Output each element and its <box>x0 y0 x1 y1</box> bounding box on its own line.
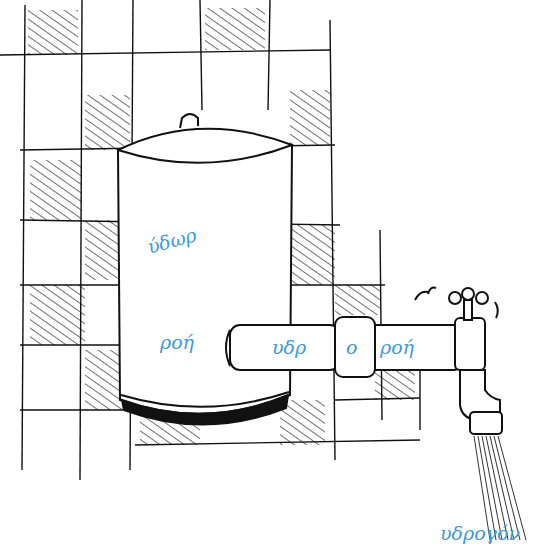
pipe-label: ο <box>346 338 357 357</box>
pipe-label: υδρ <box>272 338 306 357</box>
boiler-tank <box>118 114 292 425</box>
pipe-label: ροή <box>380 338 414 357</box>
tank-label: ροή <box>160 333 194 352</box>
wall-tiles <box>0 0 420 480</box>
pipe <box>226 317 460 377</box>
tap <box>415 288 502 434</box>
outflow-label: υδρογόν <box>440 524 520 543</box>
